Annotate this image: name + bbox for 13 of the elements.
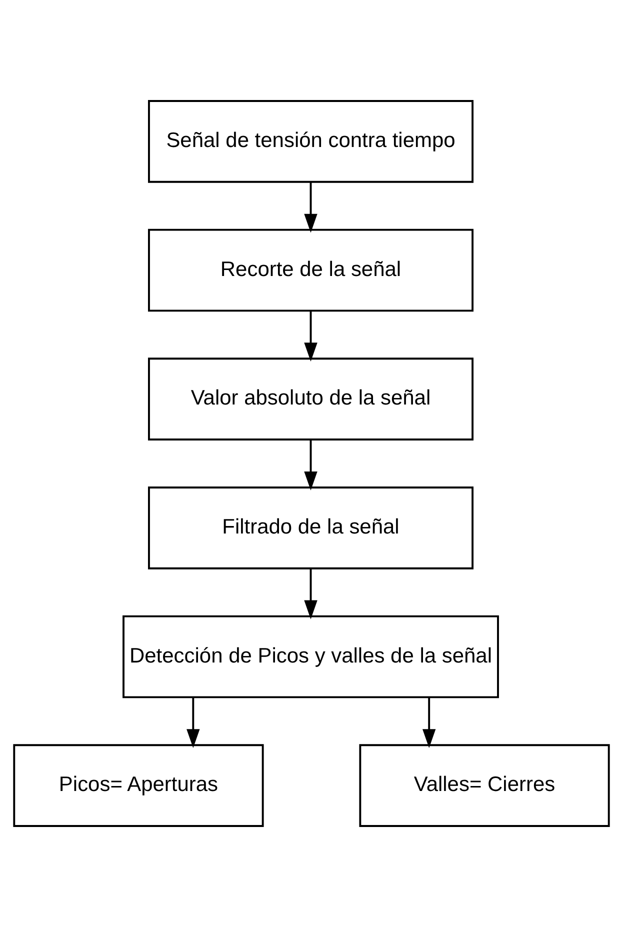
arrow <box>186 698 200 748</box>
node-box: Filtrado de la señal <box>148 486 474 570</box>
arrow <box>304 182 318 233</box>
arrow <box>422 698 436 748</box>
node-box: Picos= Aperturas <box>13 744 264 827</box>
arrow <box>304 311 318 362</box>
arrow <box>304 440 318 490</box>
node-box: Recorte de la señal <box>148 228 474 312</box>
node-box: Valor absoluto de la señal <box>148 358 474 440</box>
node-box: Señal de tensión contra tiempo <box>148 100 474 183</box>
arrow <box>304 568 318 620</box>
node-box: Valles= Cierres <box>359 744 610 827</box>
node-box: Detección de Picos y valles de la señal <box>122 615 499 698</box>
